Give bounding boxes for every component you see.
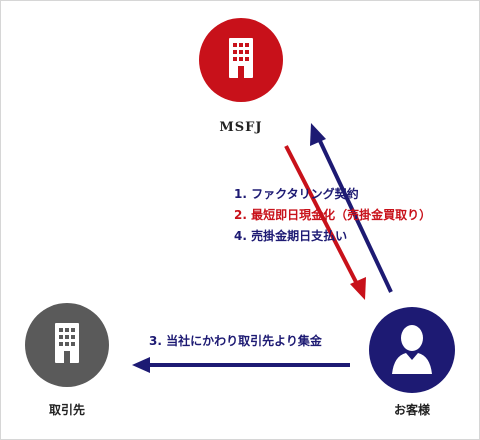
customer-label: お客様 bbox=[394, 402, 431, 417]
step-1-label: 1. ファクタリング契約 bbox=[234, 186, 359, 201]
arrow-msfj-to-customer bbox=[284, 145, 366, 300]
msfj-node: MSFJ bbox=[199, 18, 283, 135]
step-3-label: 3. 当社にかわり取引先より集金 bbox=[149, 333, 323, 348]
person-icon bbox=[392, 325, 432, 374]
step-2-label: 2. 最短即日現金化（売掛金買取り） bbox=[234, 207, 431, 222]
msfj-label: MSFJ bbox=[219, 120, 262, 135]
step-4-label: 4. 売掛金期日支払い bbox=[234, 228, 347, 243]
supplier-node: 取引先 bbox=[25, 303, 109, 417]
supplier-label: 取引先 bbox=[49, 402, 85, 417]
arrow-customer-to-supplier bbox=[132, 357, 350, 373]
customer-node: お客様 bbox=[369, 307, 455, 417]
building-icon bbox=[229, 38, 253, 78]
building-icon bbox=[55, 323, 79, 363]
arrow-customer-to-msfj bbox=[310, 123, 393, 293]
